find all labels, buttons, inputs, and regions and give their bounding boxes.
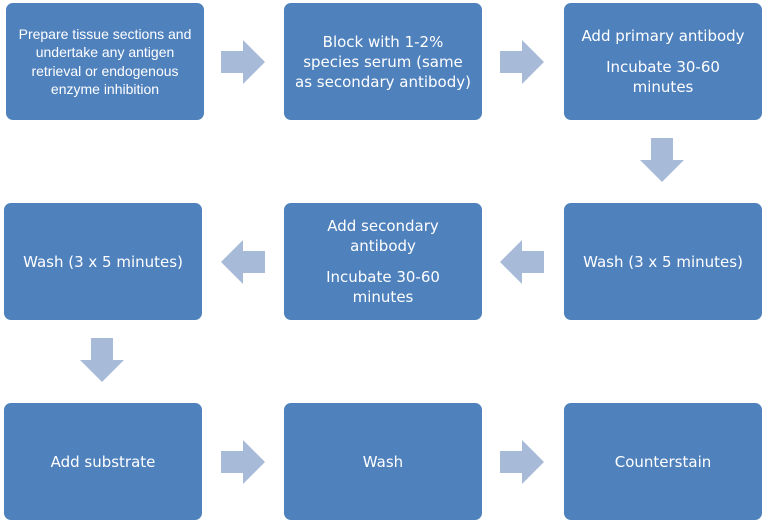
arrow-right-3 xyxy=(221,440,265,484)
arrow-down-1 xyxy=(640,138,684,182)
step-3-text-line-2: Incubate 30-60 minutes xyxy=(606,58,720,96)
step-1-prepare-tissue: Prepare tissue sections and undertake an… xyxy=(6,3,204,120)
step-9-text: Counterstain xyxy=(614,452,712,471)
arrow-right-4 xyxy=(500,440,544,484)
arrow-down-2 xyxy=(80,338,124,382)
step-2-block-serum: Block with 1-2% species serum (same as s… xyxy=(284,3,482,120)
step-8-wash: Wash xyxy=(284,403,482,520)
step-6-text: Wash (3 x 5 minutes) xyxy=(23,252,183,271)
step-5-text-line-2: Incubate 30-60 minutes xyxy=(326,268,440,306)
arrow-right-2 xyxy=(500,40,544,84)
step-3-primary-antibody: Add primary antibody Incubate 30-60 minu… xyxy=(564,3,762,120)
step-1-text: Prepare tissue sections and undertake an… xyxy=(18,25,192,98)
step-7-add-substrate: Add substrate xyxy=(4,403,202,520)
step-4-text: Wash (3 x 5 minutes) xyxy=(583,252,743,271)
arrow-left-2 xyxy=(221,240,265,284)
arrow-left-1 xyxy=(500,240,544,284)
step-7-text: Add substrate xyxy=(50,452,156,471)
arrow-right-1 xyxy=(221,40,265,84)
step-6-wash: Wash (3 x 5 minutes) xyxy=(4,203,202,320)
step-3-text-line-1: Add primary antibody xyxy=(581,27,745,45)
step-2-text: Block with 1-2% species serum (same as s… xyxy=(295,32,471,91)
step-4-wash: Wash (3 x 5 minutes) xyxy=(564,203,762,320)
step-8-text: Wash xyxy=(362,452,404,471)
step-9-counterstain: Counterstain xyxy=(564,403,762,520)
step-5-text-line-1: Add secondary antibody xyxy=(327,217,439,255)
step-5-secondary-antibody: Add secondary antibody Incubate 30-60 mi… xyxy=(284,203,482,320)
